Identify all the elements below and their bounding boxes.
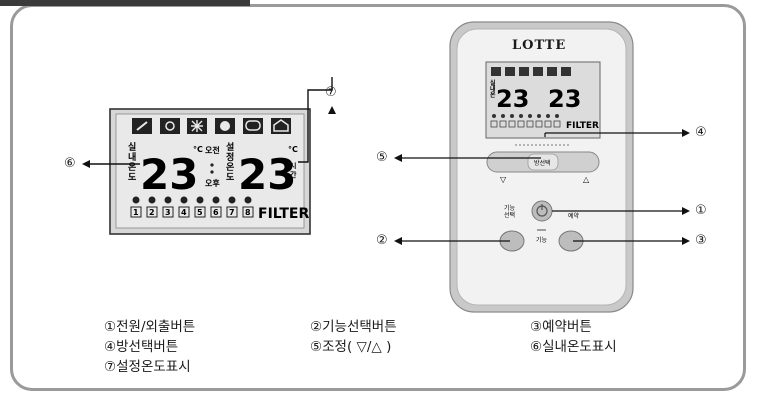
room-6: 6	[210, 196, 222, 218]
mode-icons	[132, 118, 291, 134]
remote-temp-left: 23	[496, 85, 529, 113]
room-4: 4	[178, 196, 190, 218]
svg-text:실내온: 실내온	[490, 79, 496, 99]
lcd-am: 오전	[205, 145, 220, 155]
legend-2: ②기능선택버튼	[310, 319, 397, 335]
svg-text:1: 1	[133, 208, 139, 217]
reserve-label: 예약	[568, 212, 580, 220]
svg-text:8: 8	[245, 208, 251, 217]
legend-1: ①전원/외출버튼	[104, 319, 196, 335]
room-indicators: 1 2 3 4 5 6 7 8	[130, 196, 254, 218]
callout-7: ⑦	[325, 85, 337, 100]
callout-5: ⑤	[376, 150, 388, 165]
brand-logo: LOTTE	[512, 38, 567, 53]
lcd-filter: FILTER	[258, 206, 309, 222]
legend-4: ④방선택버튼	[104, 339, 179, 355]
lcd-unit-left: °C	[193, 145, 203, 154]
room-5: 5	[194, 196, 206, 218]
remote-room-indicators	[490, 114, 561, 128]
lcd-temp-left: 23	[140, 150, 198, 199]
legend-3: ③예약버튼	[530, 319, 592, 335]
svg-text:3: 3	[165, 208, 171, 217]
down-symbol[interactable]: ▽	[500, 175, 507, 184]
svg-text:6: 6	[213, 208, 219, 217]
callout-1: ①	[695, 203, 707, 218]
callout-3: ③	[695, 233, 707, 248]
adjust-label: 기능	[536, 236, 548, 244]
room-7: 7	[226, 196, 238, 218]
legend-6: ⑥실내온도표시	[530, 339, 617, 355]
up-symbol[interactable]: △	[583, 175, 590, 184]
remote-mode-icons	[491, 67, 571, 76]
svg-text:4: 4	[181, 208, 187, 217]
home-mode-icon	[271, 118, 291, 134]
remote-temp-right: 23	[548, 85, 581, 113]
lcd-pm: 오후	[205, 178, 220, 188]
room-select-label: 방선택	[534, 159, 551, 167]
svg-text:7: 7	[229, 208, 235, 217]
callout-6: ⑥	[64, 156, 76, 171]
room-8: 8	[242, 196, 254, 218]
legend-5: ⑤조정( ▽/△ )	[310, 339, 392, 355]
legend-7: ⑦설정온도표시	[104, 359, 191, 375]
room-2: 2	[146, 196, 158, 218]
lcd-temp-right: 23	[238, 150, 296, 199]
room-3: 3	[162, 196, 174, 218]
header-bar	[0, 0, 250, 6]
remote-filter: FILTER	[566, 121, 599, 131]
svg-text:기능선택: 기능선택	[504, 204, 516, 219]
room-1: 1	[130, 196, 142, 218]
heat-mode-icon	[160, 118, 180, 134]
svg-text:5: 5	[197, 208, 203, 217]
callout-4: ④	[695, 125, 707, 140]
svg-text:2: 2	[149, 208, 155, 217]
lcd-unit-right: °C	[288, 145, 298, 154]
callout-2: ②	[376, 233, 388, 248]
